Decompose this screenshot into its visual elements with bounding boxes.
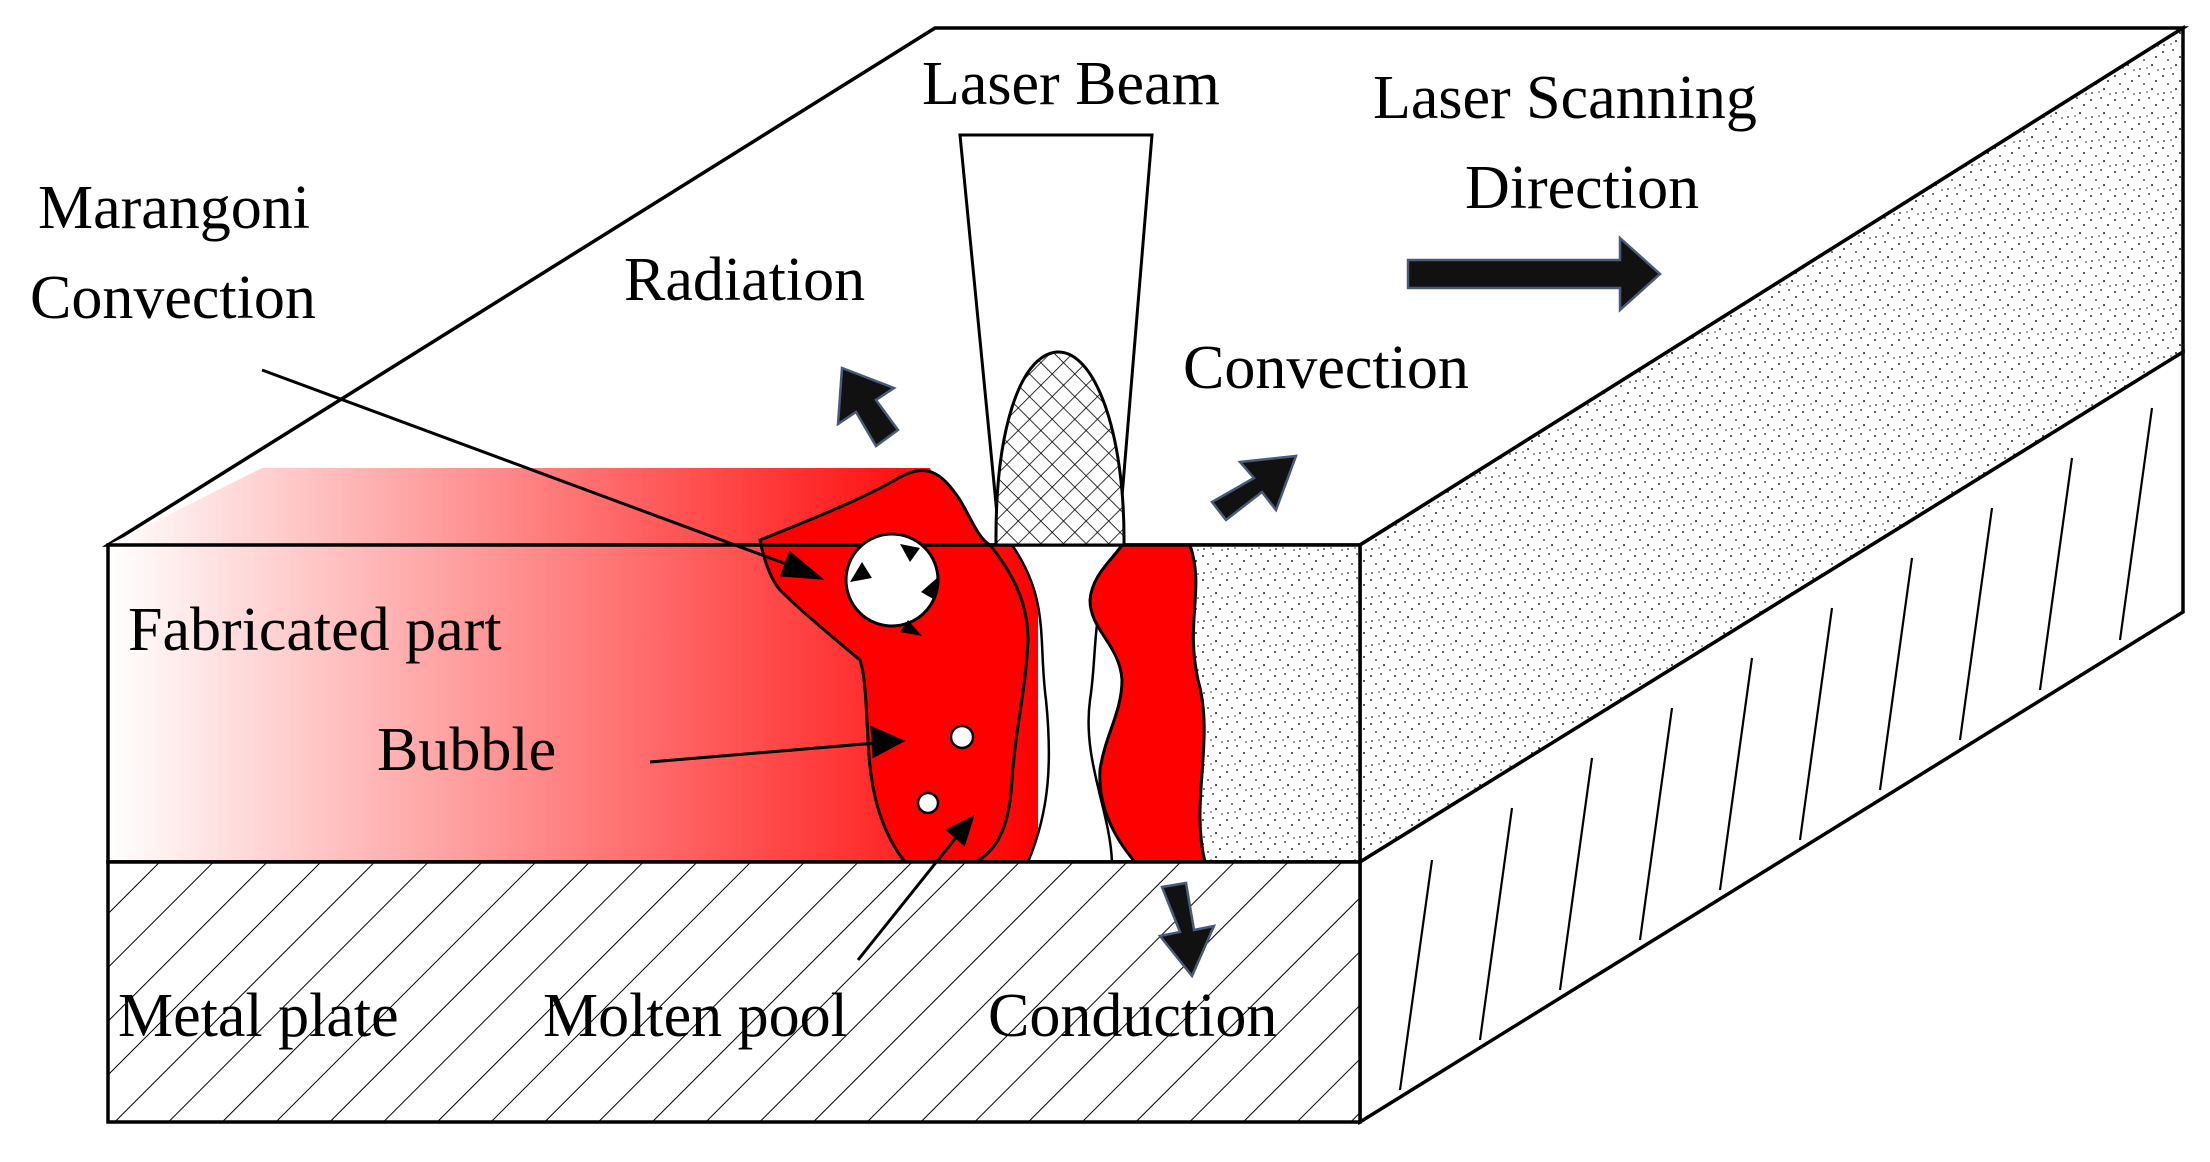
label-molten-pool: Molten pool bbox=[543, 982, 848, 1050]
radiation-arrow bbox=[836, 366, 900, 448]
label-conduction: Conduction bbox=[988, 982, 1277, 1050]
marangoni-bubble bbox=[844, 532, 940, 628]
label-scan-direction-line2: Direction bbox=[1465, 154, 1699, 222]
label-marangoni-line1: Marangoni bbox=[38, 174, 310, 242]
label-radiation: Radiation bbox=[624, 246, 865, 314]
molten-pool-right bbox=[1088, 543, 1207, 864]
label-scan-direction-line1: Laser Scanning bbox=[1373, 64, 1757, 132]
small-bubble-2 bbox=[916, 791, 940, 815]
front-powder-region bbox=[1190, 545, 1360, 862]
conduction-arrow bbox=[1157, 881, 1217, 979]
label-fabricated-part: Fabricated part bbox=[128, 596, 502, 664]
scan-direction-arrow bbox=[1406, 235, 1662, 313]
vapour-plume bbox=[994, 350, 1126, 547]
leader-lines bbox=[261, 368, 975, 961]
label-laser-beam: Laser Beam bbox=[922, 50, 1220, 118]
label-bubble: Bubble bbox=[377, 716, 556, 784]
convection-arrow bbox=[1210, 454, 1298, 522]
molten-pool-left bbox=[758, 469, 1030, 864]
small-bubble-1 bbox=[949, 724, 975, 750]
heat-arrows bbox=[836, 235, 1662, 979]
label-convection: Convection bbox=[1183, 334, 1469, 402]
heated-track-top bbox=[108, 468, 960, 545]
side-plate-hatching bbox=[1398, 407, 2154, 1091]
label-marangoni-line2: Convection bbox=[30, 264, 316, 332]
front-metal-plate bbox=[106, 860, 1362, 1124]
labels: Laser Beam Laser Scanning Direction Mara… bbox=[30, 50, 1757, 1050]
label-metal-plate: Metal plate bbox=[118, 982, 399, 1050]
